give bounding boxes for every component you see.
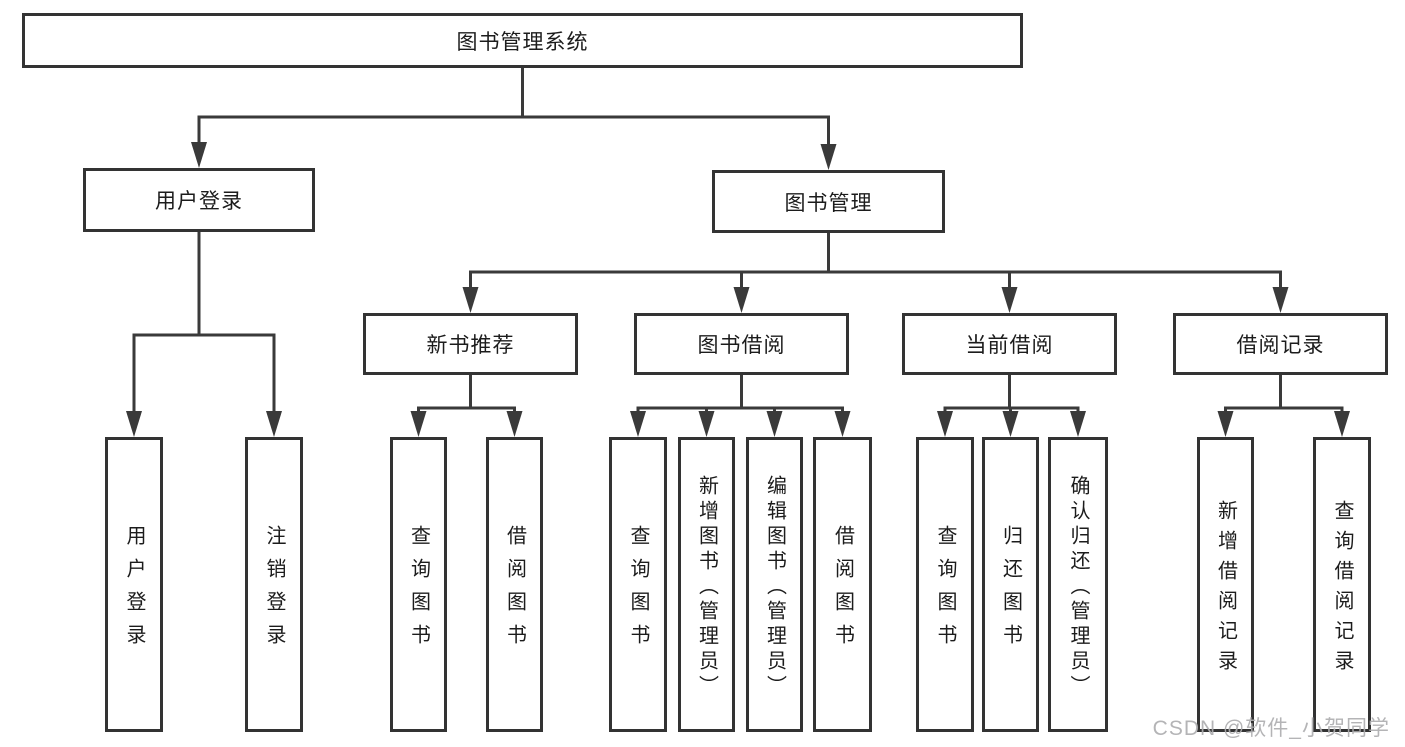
arrowhead-down-icon xyxy=(733,287,750,313)
node-leaf-return: 归还图书 xyxy=(982,437,1039,732)
node-leaf-query-1: 查询图书 xyxy=(390,437,447,732)
node-root: 图书管理系统 xyxy=(22,13,1023,68)
node-label: 确认归还（管理员） xyxy=(1067,474,1089,700)
arrowhead-down-icon xyxy=(937,411,953,437)
csdn-watermark: CSDN @软件_小贺同学 xyxy=(1152,717,1390,740)
arrowhead-down-icon xyxy=(630,411,646,437)
arrowhead-down-icon xyxy=(1001,287,1018,313)
arrowhead-down-icon xyxy=(1334,411,1350,437)
node-user-login: 用户登录 xyxy=(83,168,315,232)
arrowhead-down-icon xyxy=(462,287,479,313)
arrowhead-down-icon xyxy=(410,411,427,437)
arrowhead-down-icon xyxy=(1272,287,1289,313)
arrowhead-down-icon xyxy=(1002,411,1019,437)
node-label: 借阅图书 xyxy=(503,525,526,657)
node-label: 查询图书 xyxy=(407,525,430,657)
node-leaf-query-rec: 查询借阅记录 xyxy=(1313,437,1371,732)
node-label: 注销登录 xyxy=(263,525,285,657)
node-label: 新增图书（管理员） xyxy=(695,474,718,700)
node-leaf-query-2: 查询图书 xyxy=(609,437,667,732)
arrowhead-down-icon xyxy=(1217,411,1234,437)
node-label: 归还图书 xyxy=(999,525,1022,657)
arrowhead-down-icon xyxy=(834,411,851,437)
node-borrow-records: 借阅记录 xyxy=(1173,313,1388,375)
node-book-borrow: 图书借阅 xyxy=(634,313,849,375)
node-new-book-rec: 新书推荐 xyxy=(363,313,578,375)
node-leaf-borrow-2: 借阅图书 xyxy=(813,437,872,732)
arrowhead-down-icon xyxy=(698,411,715,437)
arrowhead-down-icon xyxy=(506,411,523,437)
arrowhead-down-icon xyxy=(766,411,783,437)
node-label: 编辑图书（管理员） xyxy=(763,474,786,700)
node-leaf-add-book: 新增图书（管理员） xyxy=(678,437,735,732)
arrowhead-down-icon xyxy=(1070,411,1086,437)
node-label: 新增借阅记录 xyxy=(1214,499,1237,680)
arrowhead-down-icon xyxy=(266,411,282,437)
node-leaf-add-rec: 新增借阅记录 xyxy=(1197,437,1254,732)
node-leaf-edit-book: 编辑图书（管理员） xyxy=(746,437,803,732)
node-current-borrow: 当前借阅 xyxy=(902,313,1117,375)
arrowhead-down-icon xyxy=(191,142,207,168)
node-leaf-logout: 注销登录 xyxy=(245,437,303,732)
node-label: 查询图书 xyxy=(627,525,649,657)
node-label: 查询图书 xyxy=(934,525,956,657)
node-leaf-confirm: 确认归还（管理员） xyxy=(1048,437,1108,732)
node-label: 用户登录 xyxy=(123,525,145,657)
node-book-mgmt: 图书管理 xyxy=(712,170,945,233)
node-leaf-borrow-1: 借阅图书 xyxy=(486,437,543,732)
arrowhead-down-icon xyxy=(126,411,142,437)
node-leaf-login: 用户登录 xyxy=(105,437,163,732)
node-label: 借阅图书 xyxy=(831,525,854,657)
arrowhead-down-icon xyxy=(820,144,837,170)
node-leaf-query-3: 查询图书 xyxy=(916,437,974,732)
node-label: 查询借阅记录 xyxy=(1331,499,1353,680)
